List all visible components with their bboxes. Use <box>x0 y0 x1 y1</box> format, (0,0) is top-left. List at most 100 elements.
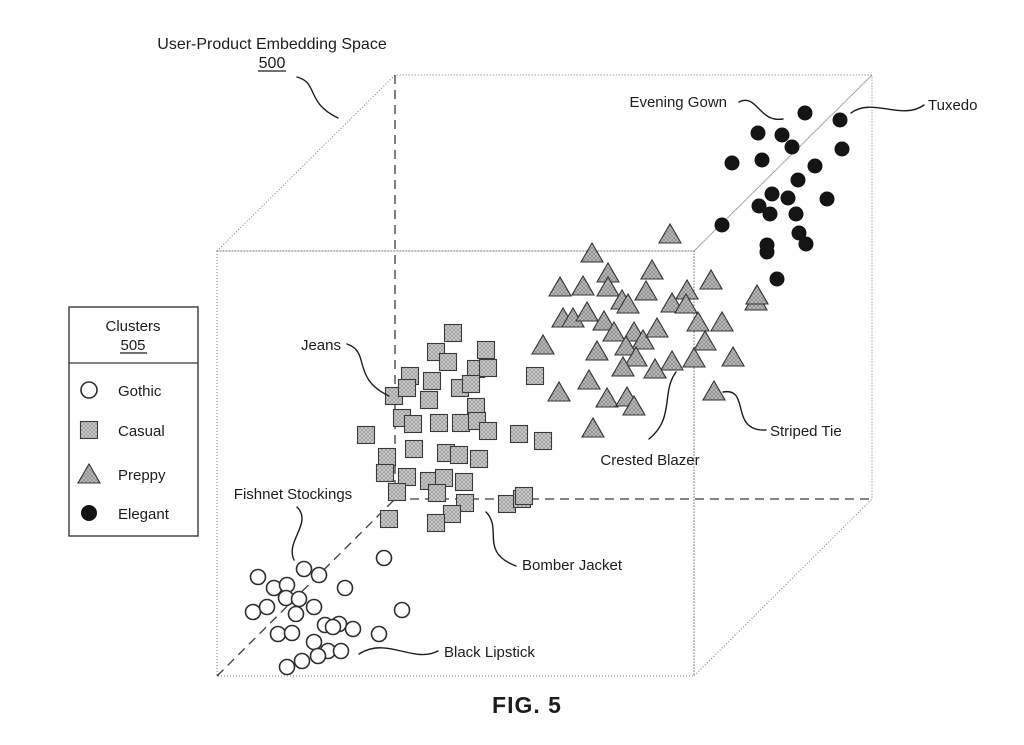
casual-point <box>449 445 469 465</box>
gothic-point <box>370 625 388 643</box>
casual-point <box>525 366 545 386</box>
crested-blazer-label: Crested Blazer <box>600 452 699 469</box>
preppy-point <box>745 283 769 305</box>
casual-point <box>387 482 407 502</box>
casual-point <box>429 413 449 433</box>
cube-front-face <box>216 250 695 677</box>
elegant-point <box>762 206 778 222</box>
elegant-point <box>819 191 835 207</box>
gothic-point <box>283 624 301 642</box>
jeans-leader-line <box>346 343 390 397</box>
elegant-point <box>798 236 814 252</box>
casual-point <box>451 413 471 433</box>
legend-title: Clusters <box>105 318 160 335</box>
legend-item-elegant: Elegant <box>118 506 170 523</box>
preppy-point <box>660 349 684 371</box>
legend-item-preppy: Preppy <box>118 467 166 484</box>
preppy-point <box>547 380 571 402</box>
elegant-point <box>780 190 796 206</box>
cluster-points <box>244 105 850 676</box>
gothic-point <box>336 579 354 597</box>
preppy-point <box>624 345 648 367</box>
legend-gothic-icon <box>80 381 98 399</box>
casual-point <box>356 425 376 445</box>
gothic-point <box>324 618 342 636</box>
preppy-point <box>634 279 658 301</box>
casual-point <box>397 378 417 398</box>
casual-point <box>438 352 458 372</box>
preppy-point <box>721 345 745 367</box>
casual-point <box>419 390 439 410</box>
striped-tie-label: Striped Tie <box>770 423 842 440</box>
casual-point <box>427 483 447 503</box>
preppy-point <box>699 268 723 290</box>
elegant-point <box>784 139 800 155</box>
preppy-point <box>702 379 726 401</box>
figure-ref-number: 500 <box>259 55 286 72</box>
gothic-point <box>295 560 313 578</box>
preppy-point <box>674 292 698 314</box>
preppy-point <box>596 275 620 297</box>
preppy-point <box>575 300 599 322</box>
elegant-point <box>790 172 806 188</box>
gothic-point <box>269 625 287 643</box>
elegant-point <box>774 127 790 143</box>
bomber-jacket-leader-line <box>485 511 517 567</box>
elegant-point <box>769 271 785 287</box>
elegant-point <box>832 112 848 128</box>
tuxedo-leader-line <box>850 104 925 114</box>
casual-point <box>403 414 423 434</box>
gothic-point <box>290 590 308 608</box>
casual-point <box>422 371 442 391</box>
casual-point <box>397 467 417 487</box>
cube-top-face <box>215 74 874 252</box>
gothic-point <box>310 566 328 584</box>
preppy-point <box>660 291 684 313</box>
legend-preppy-icon <box>77 462 101 484</box>
preppy-point <box>693 329 717 351</box>
elegant-point <box>751 198 767 214</box>
casual-point <box>379 509 399 529</box>
casual-point <box>461 374 481 394</box>
figure-caption: FIG. 5 <box>492 692 562 718</box>
gothic-point <box>258 598 276 616</box>
gothic-point <box>293 652 311 670</box>
tuxedo-label: Tuxedo <box>928 97 977 114</box>
elegant-point <box>797 105 813 121</box>
legend: Clusters 505 Gothic Casual Preppy Elegan… <box>68 306 199 537</box>
preppy-point <box>531 333 555 355</box>
elegant-point <box>750 125 766 141</box>
preppy-point <box>611 355 635 377</box>
preppy-point <box>614 334 638 356</box>
preppy-point <box>595 386 619 408</box>
preppy-point <box>643 357 667 379</box>
figure-ref-leader-line <box>296 76 339 119</box>
gothic-point <box>305 633 323 651</box>
preppy-point <box>602 320 626 342</box>
elegant-point <box>724 155 740 171</box>
embedding-space-cube <box>215 73 874 678</box>
elegant-point <box>764 186 780 202</box>
casual-point <box>509 424 529 444</box>
gothic-point <box>287 605 305 623</box>
casual-point <box>533 431 553 451</box>
gothic-point <box>309 647 327 665</box>
preppy-point <box>631 328 655 350</box>
preppy-point <box>580 241 604 263</box>
preppy-point <box>710 310 734 332</box>
elegant-point <box>714 217 730 233</box>
jeans-label: Jeans <box>301 337 341 354</box>
black-lipstick-label: Black Lipstick <box>444 644 535 661</box>
preppy-point <box>616 292 640 314</box>
elegant-point <box>754 152 770 168</box>
figure-title: User-Product Embedding Space <box>157 36 387 53</box>
casual-point <box>478 358 498 378</box>
fishnet-stockings-leader-line <box>291 506 303 561</box>
cube-right-face-shaded <box>693 73 873 678</box>
crested-blazer-leader-line <box>648 371 677 440</box>
elegant-point <box>791 225 807 241</box>
cube-hidden-depth-edge <box>216 498 396 677</box>
elegant-point <box>807 158 823 174</box>
